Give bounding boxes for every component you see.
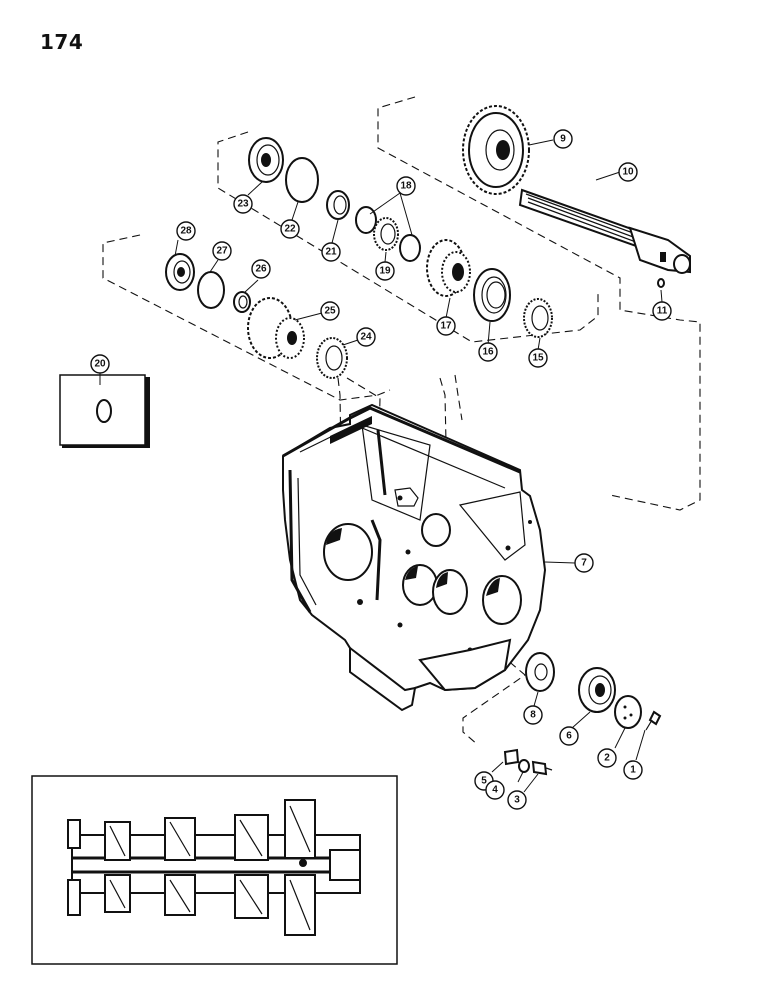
splined-shaft-10 [518, 188, 691, 274]
inset-box-20 [59, 374, 150, 448]
callout-6: 6 [559, 726, 579, 746]
coupler-24 [316, 337, 348, 379]
callout-18: 18 [396, 176, 416, 196]
gear-9 [462, 105, 530, 195]
callout-25: 25 [320, 301, 340, 321]
svg-text:17: 17 [440, 321, 452, 332]
lock-washer-4 [518, 759, 530, 773]
svg-text:28: 28 [180, 226, 192, 237]
callout-19: 19 [375, 261, 395, 281]
bearing-23 [248, 137, 284, 183]
cover-plate-2 [614, 695, 642, 729]
callout-11: 11 [652, 301, 672, 321]
svg-text:16: 16 [482, 347, 494, 358]
callout-15: 15 [528, 348, 548, 368]
svg-text:6: 6 [566, 731, 572, 742]
bushing-21 [326, 190, 350, 220]
gear-17 [426, 239, 471, 297]
svg-text:20: 20 [94, 359, 106, 370]
svg-text:5: 5 [481, 776, 487, 787]
needle-bearing-19 [373, 217, 399, 251]
callouts: 9 10 11 15 16 17 18 19 20 21 22 23 24 25… [90, 129, 672, 810]
ball-11 [657, 278, 665, 288]
svg-text:25: 25 [324, 306, 336, 317]
snap-ring-27 [197, 271, 225, 309]
washer-18b [399, 234, 421, 262]
svg-text:21: 21 [325, 247, 337, 258]
svg-text:23: 23 [237, 199, 249, 210]
svg-text:8: 8 [530, 710, 536, 721]
callout-2: 2 [597, 748, 617, 768]
callout-28: 28 [176, 221, 196, 241]
housing-7 [282, 403, 547, 712]
callout-23: 23 [233, 194, 253, 214]
callout-21: 21 [321, 242, 341, 262]
svg-text:11: 11 [657, 306, 668, 317]
svg-text:15: 15 [532, 353, 544, 364]
screw-1 [645, 710, 662, 731]
callout-24: 24 [356, 327, 376, 347]
inset-cutaway-view [31, 775, 398, 965]
bearing-6 [578, 667, 616, 713]
svg-text:4: 4 [492, 785, 498, 796]
callout-22: 22 [280, 219, 300, 239]
page-number: 174 [40, 30, 84, 54]
ring-16 [473, 268, 511, 322]
svg-text:18: 18 [400, 181, 412, 192]
svg-text:19: 19 [379, 266, 391, 277]
coupler-15 [523, 298, 553, 338]
bushing-26 [233, 291, 251, 313]
lock-plate-5 [503, 748, 520, 766]
callout-3: 3 [507, 790, 527, 810]
callout-4: 4 [485, 780, 505, 800]
callout-1: 1 [623, 760, 643, 780]
washer-8 [525, 652, 555, 692]
callout-9: 9 [553, 129, 573, 149]
bearing-28 [165, 253, 195, 291]
washer-18a [355, 206, 377, 234]
callout-20: 20 [90, 354, 110, 374]
callout-8: 8 [523, 705, 543, 725]
callout-17: 17 [436, 316, 456, 336]
svg-text:2: 2 [604, 753, 610, 764]
svg-text:22: 22 [284, 224, 296, 235]
callout-7: 7 [574, 553, 594, 573]
svg-text:7: 7 [581, 558, 587, 569]
svg-text:26: 26 [255, 264, 267, 275]
svg-text:3: 3 [514, 795, 520, 806]
callout-10: 10 [618, 162, 638, 182]
gear-25 [247, 297, 305, 359]
callout-16: 16 [478, 342, 498, 362]
callout-26: 26 [251, 259, 271, 279]
svg-text:10: 10 [622, 167, 634, 178]
bolt-3 [531, 760, 553, 776]
snap-ring-22 [285, 157, 319, 203]
svg-text:27: 27 [216, 246, 228, 257]
svg-text:9: 9 [560, 134, 566, 145]
svg-text:1: 1 [630, 765, 636, 776]
callout-27: 27 [212, 241, 232, 261]
svg-text:24: 24 [360, 332, 372, 343]
